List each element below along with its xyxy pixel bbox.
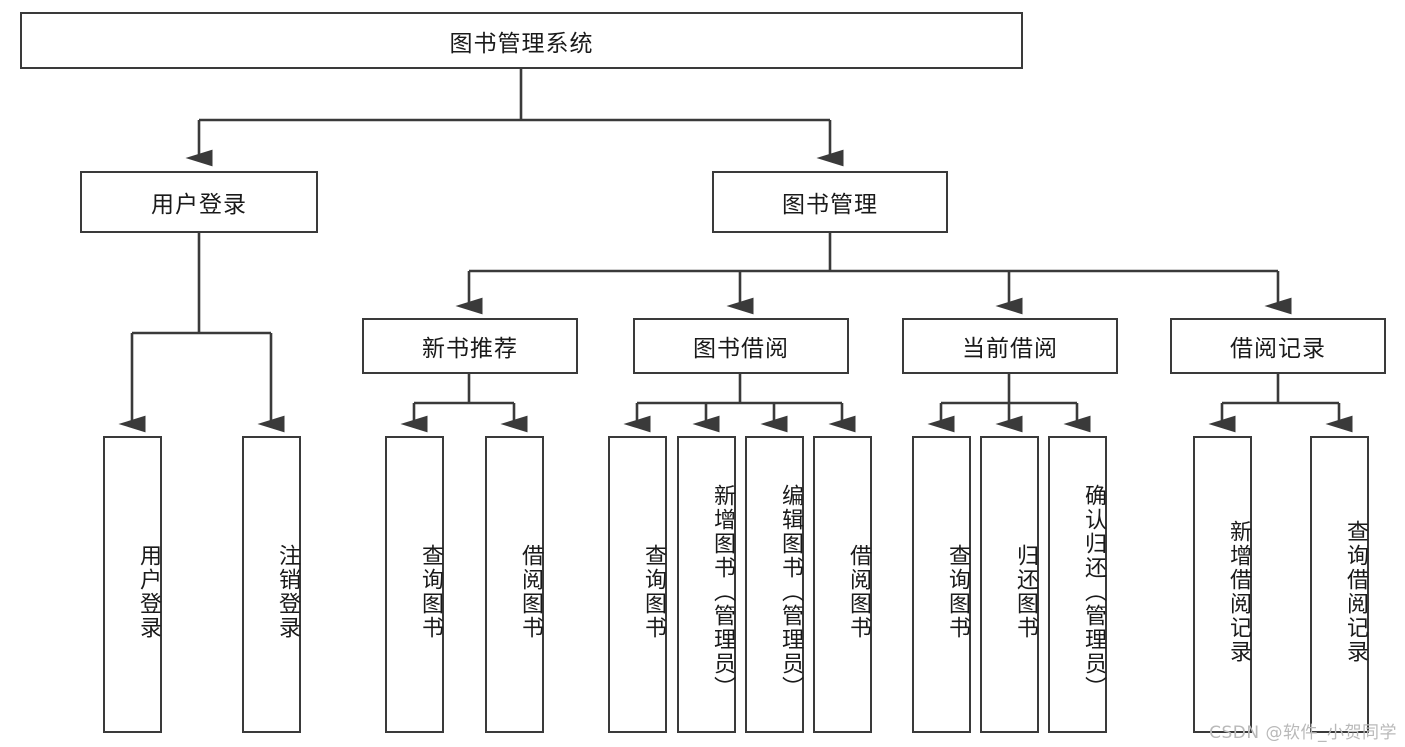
node-label: 注销登录 <box>275 543 300 640</box>
node-label: 查询图书 <box>418 543 443 640</box>
node-label: 新书推荐 <box>422 336 518 362</box>
leaf-add-book-admin[interactable]: 新增图书（管理员） <box>677 436 736 733</box>
leaf-query-borrow-record[interactable]: 查询借阅记录 <box>1310 436 1369 733</box>
node-label: 图书管理系统 <box>449 30 594 57</box>
leaf-user-login[interactable]: 用户登录 <box>103 436 162 733</box>
node-label: 用户登录 <box>136 543 161 640</box>
node-label: 图书借阅 <box>693 336 789 362</box>
leaf-edit-book-admin[interactable]: 编辑图书（管理员） <box>745 436 804 733</box>
node-label: 新增图书（管理员） <box>710 483 735 700</box>
node-label: 图书管理 <box>782 192 878 218</box>
node-label: 编辑图书（管理员） <box>778 483 803 700</box>
node-label: 用户登录 <box>151 192 247 218</box>
node-new-book-recommend[interactable]: 新书推荐 <box>362 318 578 374</box>
leaf-confirm-return-admin[interactable]: 确认归还（管理员） <box>1048 436 1107 733</box>
node-label: 查询图书 <box>945 543 970 640</box>
node-label: 确认归还（管理员） <box>1081 483 1106 700</box>
leaf-query-book-current[interactable]: 查询图书 <box>912 436 971 733</box>
node-label: 借阅图书 <box>846 543 871 640</box>
node-book-management[interactable]: 图书管理 <box>712 171 948 233</box>
node-root-system[interactable]: 图书管理系统 <box>20 12 1023 69</box>
node-label: 归还图书 <box>1013 543 1038 640</box>
leaf-borrow-book[interactable]: 借阅图书 <box>813 436 872 733</box>
leaf-add-borrow-record[interactable]: 新增借阅记录 <box>1193 436 1252 733</box>
node-label: 借阅记录 <box>1230 336 1326 362</box>
node-label: 借阅图书 <box>518 543 543 640</box>
leaf-query-book-recommend[interactable]: 查询图书 <box>385 436 444 733</box>
leaf-logout-login[interactable]: 注销登录 <box>242 436 301 733</box>
node-book-borrow[interactable]: 图书借阅 <box>633 318 849 374</box>
leaf-query-book-borrow[interactable]: 查询图书 <box>608 436 667 733</box>
leaf-return-book[interactable]: 归还图书 <box>980 436 1039 733</box>
node-borrow-records[interactable]: 借阅记录 <box>1170 318 1386 374</box>
node-label: 当前借阅 <box>962 336 1058 362</box>
node-current-borrow[interactable]: 当前借阅 <box>902 318 1118 374</box>
node-label: 查询图书 <box>641 543 666 640</box>
leaf-borrow-book-recommend[interactable]: 借阅图书 <box>485 436 544 733</box>
node-user-login[interactable]: 用户登录 <box>80 171 318 233</box>
csdn-watermark: CSDN @软件_小贺同学 <box>1209 723 1397 743</box>
node-label: 新增借阅记录 <box>1226 519 1251 664</box>
node-label: 查询借阅记录 <box>1343 519 1368 664</box>
